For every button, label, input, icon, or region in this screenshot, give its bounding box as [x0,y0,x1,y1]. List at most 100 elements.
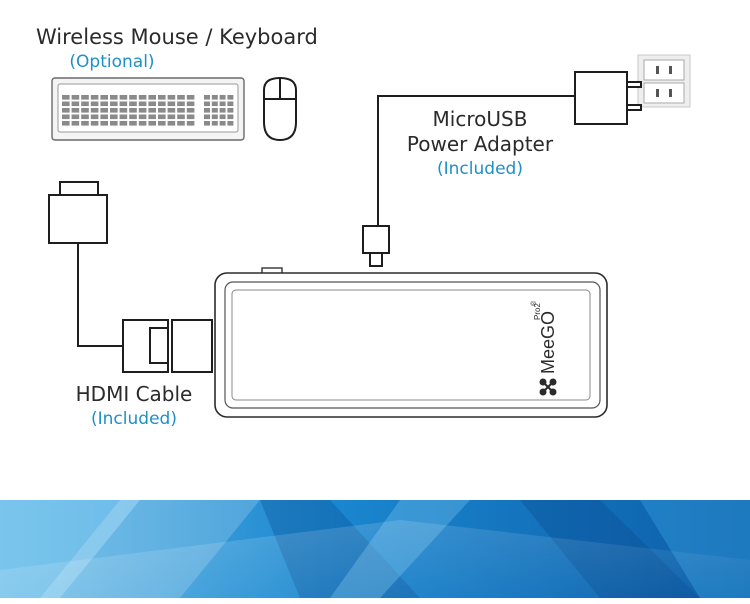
power-adapter-icon [574,71,642,125]
keyboard-key [71,114,80,120]
keyboard-key [62,114,70,120]
keyboard-key [100,121,108,126]
keyboard-key [129,114,137,120]
mouse-icon [263,76,297,142]
keyboard-key [177,95,185,100]
power-title-line1: MicroUSB [432,107,528,131]
keyboard-key [110,95,118,100]
keyboard-key [119,121,128,126]
keyboard-key [119,114,128,120]
keyboard-key [129,108,137,113]
microusb-plug-icon [362,225,390,267]
keyboard-key [204,114,210,120]
keyboard-key [119,101,128,107]
brand-name: MeeGO [538,311,558,374]
keyboard-key [90,95,99,100]
keyboard-key [227,121,234,126]
keyboard-key [158,108,166,113]
keyboard-key [167,101,176,107]
brand-superscript: Pro2 [533,303,542,320]
keyboard-key [219,95,226,100]
banner-graphic [0,500,750,598]
keyboard-key [71,121,80,126]
keyboard-key [204,101,210,107]
connection-diagram: MeeGO Pro2 ® [48,54,691,418]
keyboard-key [204,108,210,113]
keyboard-key [100,101,108,107]
hdmi-display-connector-icon [48,181,108,244]
keyboard-key [167,121,176,126]
keyboard-key [62,108,70,113]
keyboard-key [186,108,195,113]
hdmi-cable [77,243,124,347]
keyboard-key [138,114,147,120]
keyboard-title: Wireless Mouse / Keyboard [36,25,318,49]
keyboard-key [167,114,176,120]
keyboard-key [186,114,195,120]
keyboard-key [158,121,166,126]
keyboard-key [227,108,234,113]
keyboard-key [81,95,89,100]
keyboard-key [158,114,166,120]
keyboard-key [90,114,99,120]
keyboard-key [119,95,128,100]
keyboard-key [71,108,80,113]
keyboard-key [158,101,166,107]
keyboard-key [177,101,185,107]
keyboard-key [138,121,147,126]
keyboard-key [71,101,80,107]
power-cable [377,95,575,226]
keyboard-note: (Optional) [69,52,155,72]
keyboard-key [148,114,156,120]
hdmi-plug-icon [122,319,213,373]
keyboard-key [100,95,108,100]
keyboard-key [129,95,137,100]
keyboard-key [148,121,156,126]
keyboard-key [211,108,218,113]
keyboard-key [81,114,89,120]
keyboard-key [129,121,137,126]
keyboard-key [186,121,195,126]
keyboard-key [148,101,156,107]
keyboard-key [219,101,226,107]
keyboard-key [110,108,118,113]
keyboard-key [158,95,166,100]
keyboard-key [227,95,234,100]
keyboard-key [119,108,128,113]
keyboard-key [227,101,234,107]
keyboard-key [177,121,185,126]
keyboard-key [177,108,185,113]
keyboard-key [110,101,118,107]
keyboard-key [81,108,89,113]
keyboard-key [90,121,99,126]
keyboard-key [227,114,234,120]
keyboard-key [177,114,185,120]
keyboard-key [167,108,176,113]
keyboard-key [138,108,147,113]
keyboard-key [138,95,147,100]
keyboard-key [90,108,99,113]
keyboard-key [204,95,210,100]
keyboard-key [167,95,176,100]
power-note: (Included) [437,159,523,179]
power-title-line2: Power Adapter [406,132,554,156]
keyboard-key [148,95,156,100]
decorative-banner [0,500,750,598]
brand-logo: MeeGO Pro2 ® [530,300,558,396]
keyboard-key [129,101,137,107]
keyboard-key [110,121,118,126]
keyboard-key [110,114,118,120]
mini-pc-stick [214,267,608,418]
keyboard-key [81,121,89,126]
keyboard-icon [51,77,245,141]
keyboard-key [62,95,70,100]
hdmi-note: (Included) [91,409,177,429]
keyboard-key [211,95,218,100]
keyboard-key [211,101,218,107]
keyboard-key [100,114,108,120]
keyboard-key [62,121,70,126]
brand-trademark: ® [530,300,538,306]
keyboard-key [81,101,89,107]
keyboard-key [211,121,218,126]
keyboard-key [204,121,210,126]
